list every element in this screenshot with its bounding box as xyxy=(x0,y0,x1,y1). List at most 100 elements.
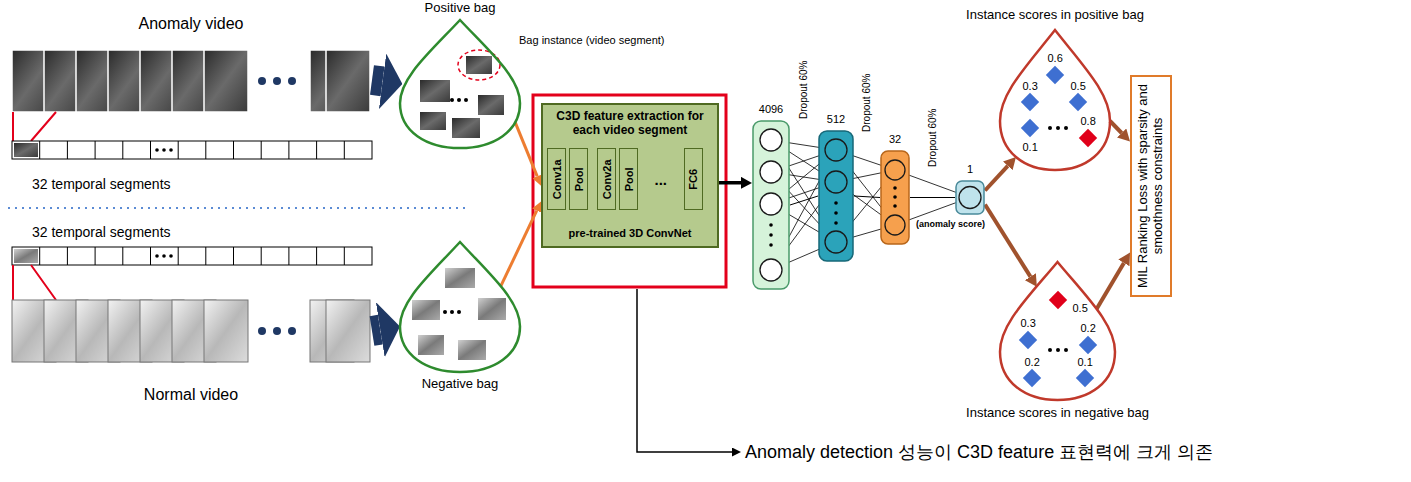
bag-outline-path xyxy=(400,242,520,372)
segment-image xyxy=(418,335,444,355)
neuron-connections xyxy=(771,140,970,270)
ellipsis-dot xyxy=(457,310,461,314)
bag-outline-path xyxy=(1000,262,1115,400)
ellipsis-dot xyxy=(893,204,897,208)
ellipsis-dot xyxy=(273,327,281,335)
ellipsis-dot xyxy=(1056,126,1060,130)
segment-image xyxy=(452,118,480,138)
network-layer: 4096 xyxy=(752,120,790,290)
ellipsis-dot xyxy=(1048,126,1052,130)
ellipsis-dot xyxy=(1048,348,1052,352)
segment-image xyxy=(420,80,450,102)
output-node: 1(anomaly score) xyxy=(955,180,985,215)
neuron xyxy=(760,129,782,151)
video-frames: Anomaly video xyxy=(10,40,372,120)
neuron xyxy=(959,187,981,209)
flow-arrow xyxy=(515,122,537,176)
neuron xyxy=(825,139,847,161)
ellipsis-dot xyxy=(258,327,266,335)
annotation: Bag instance (video segment) xyxy=(519,34,665,47)
heading: 32 xyxy=(889,133,901,146)
neuron xyxy=(760,161,782,183)
layer-shape xyxy=(818,130,854,262)
bag-outline xyxy=(1000,262,1115,400)
ellipsis-dot xyxy=(288,77,296,85)
ellipsis-dot xyxy=(169,148,173,152)
layer-connection xyxy=(790,196,818,205)
score-diamond xyxy=(1019,331,1037,349)
conv-layer-box: Conv2a xyxy=(597,148,616,210)
ellipsis-dot xyxy=(1064,126,1068,130)
ellipsis-dot xyxy=(457,98,461,102)
loss-box: MIL Ranking Loss with sparsity and smoot… xyxy=(1130,75,1172,297)
network-layer: 32 xyxy=(880,150,910,245)
ellipsis-dot xyxy=(769,223,773,227)
heading: Instance scores in positive bag xyxy=(966,8,1144,23)
max-score-diamond xyxy=(1049,291,1067,309)
neuron xyxy=(885,160,905,180)
callout-note: Anomaly detection 성능이 C3D feature 표현력에 크… xyxy=(745,442,1213,463)
ellipsis-dot xyxy=(464,98,468,102)
segment-image xyxy=(478,95,504,115)
pool-layer-box: Pool xyxy=(569,148,588,210)
layer-shape xyxy=(955,180,985,215)
segment-image xyxy=(412,300,440,320)
heading: 4096 xyxy=(759,103,783,116)
score-value: 0.8 xyxy=(1081,115,1096,128)
ellipsis-dot xyxy=(273,77,281,85)
video-frame xyxy=(204,50,248,112)
ellipsis-dot xyxy=(834,211,838,215)
flow-arrow xyxy=(985,166,1008,191)
bag-outline-path xyxy=(400,20,520,148)
strip-outline xyxy=(12,247,372,265)
dropout-label: Dropout 60% xyxy=(861,74,873,132)
box-footer: pre-trained 3D ConvNet xyxy=(545,227,715,240)
layer-name: Pool xyxy=(622,167,635,191)
score-bag: Instance scores in positive bag xyxy=(1000,30,1110,170)
score-value: 0.5 xyxy=(1073,302,1088,315)
layer-connection xyxy=(910,197,955,198)
layer-name: FC6 xyxy=(687,168,700,189)
score-diamonds xyxy=(1019,66,1097,387)
bag-outline xyxy=(400,20,520,148)
ellipsis: ... xyxy=(655,171,668,188)
layer-connection xyxy=(854,196,880,198)
heading: Positive bag xyxy=(425,1,496,16)
ellipsis-dot xyxy=(769,233,773,237)
score-diamond xyxy=(1021,119,1039,137)
segment-strip xyxy=(12,247,372,265)
segment-image xyxy=(466,56,492,74)
ellipsis-dot xyxy=(1056,348,1060,352)
layer-name: Conv2a xyxy=(600,159,613,199)
neuron xyxy=(885,215,905,235)
callout-leader xyxy=(637,289,732,452)
separator-line xyxy=(8,207,465,209)
bag-outline xyxy=(1000,30,1110,170)
neuron xyxy=(825,231,847,253)
score-value: 0.3 xyxy=(1023,80,1038,93)
segment-image xyxy=(445,268,475,288)
normal-frames xyxy=(12,300,370,362)
flow-arrow xyxy=(372,80,383,81)
ellipsis-dot xyxy=(288,327,296,335)
max-score-diamond xyxy=(1079,129,1097,147)
ellipsis-dot xyxy=(450,310,454,314)
segment-divider xyxy=(40,141,345,159)
ellipsis-dot xyxy=(162,254,166,258)
score-value: 0.2 xyxy=(1081,322,1096,335)
flow-arrow xyxy=(985,205,1030,277)
score-value: 0.6 xyxy=(1048,52,1063,65)
feature-extractor-box: C3D feature extraction for each video se… xyxy=(541,103,719,248)
ellipsis-dot xyxy=(1064,348,1068,352)
ellipsis-dot xyxy=(258,77,266,85)
segment-image xyxy=(420,112,446,130)
score-diamond xyxy=(1076,369,1094,387)
ellipsis-dot xyxy=(769,243,773,247)
highlight-box xyxy=(533,95,726,287)
bag-outline-path xyxy=(1000,30,1110,170)
segment-bracket xyxy=(13,112,56,141)
layer-name: Pool xyxy=(572,167,585,191)
bag-contents xyxy=(412,50,506,360)
ellipsis-dot xyxy=(169,254,173,258)
fc-layer-box: FC6 xyxy=(684,148,703,210)
